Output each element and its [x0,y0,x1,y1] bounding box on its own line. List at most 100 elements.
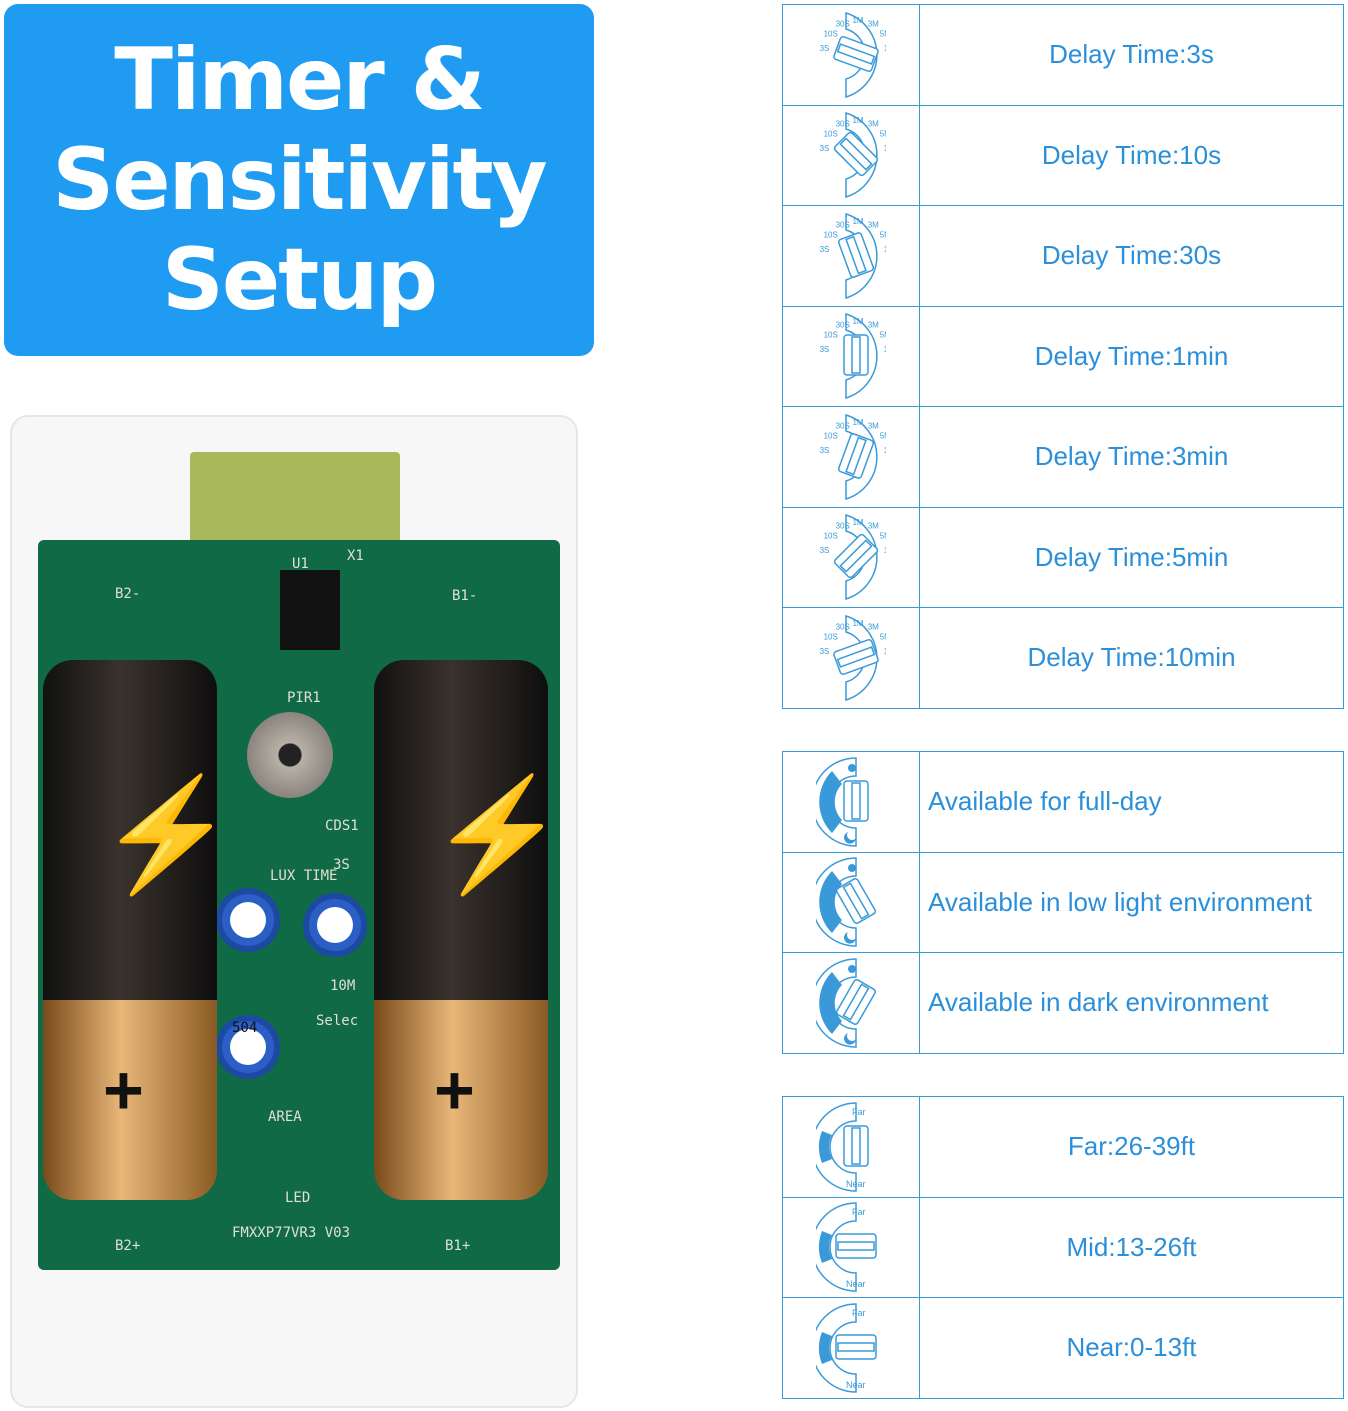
table-row: 3S10S30S1M3M5M10MDelay Time:5min [782,506,1344,608]
board-label: B2- [115,586,141,602]
board-label: B1- [452,588,478,604]
dial-icon-cell [782,751,920,853]
svg-text:30S: 30S [836,421,850,430]
lightning-icon: ⚡ [98,773,217,896]
delay-time-table: 3S10S30S1M3M5M10MDelay Time:3s3S10S30S1M… [782,4,1344,709]
time-potentiometer [303,893,367,957]
table-row: Available for full-day [782,751,1344,853]
delay-dial-icon: 3S10S30S1M3M5M10M [820,514,886,601]
svg-text:3S: 3S [820,446,830,455]
board-label: AREA [268,1109,302,1125]
svg-text:10M: 10M [884,245,886,254]
setting-label: Delay Time:10min [919,607,1344,709]
dial-icon-cell [782,851,920,953]
plus-icon: + [434,1051,475,1129]
svg-text:10S: 10S [824,632,838,641]
svg-text:3S: 3S [820,44,830,53]
setting-label: Delay Time:3min [919,406,1344,508]
board-label: LED [285,1190,311,1206]
svg-text:30S: 30S [836,522,850,531]
svg-text:10M: 10M [884,44,886,53]
svg-text:1M: 1M [852,317,863,326]
svg-text:5M: 5M [880,632,886,641]
area-potentiometer [216,1015,280,1079]
delay-dial-icon: 3S10S30S1M3M5M10M [820,212,886,299]
svg-text:3M: 3M [868,220,879,229]
table-row: Available in low light environment [782,851,1344,953]
setting-label: Near:0-13ft [919,1297,1344,1399]
table-row: 3S10S30S1M3M5M10MDelay Time:10min [782,607,1344,709]
svg-text:10M: 10M [884,647,886,656]
svg-text:5M: 5M [880,230,886,239]
svg-text:3M: 3M [868,522,879,531]
pir-sensor [247,712,333,798]
svg-text:30S: 30S [836,19,850,28]
setting-label: Available in dark environment [919,952,1344,1054]
setting-label: Delay Time:1min [919,305,1344,407]
table-row: 3S10S30S1M3M5M10MDelay Time:1min [782,305,1344,407]
svg-text:5M: 5M [880,130,886,139]
antenna-board [190,452,400,544]
svg-text:3S: 3S [820,345,830,354]
dial-icon-cell: 3S10S30S1M3M5M10M [782,607,920,709]
svg-text:30S: 30S [836,622,850,631]
svg-text:10S: 10S [824,532,838,541]
board-label: PIR1 [287,690,321,706]
table-row: 3S10S30S1M3M5M10MDelay Time:10s [782,104,1344,206]
svg-text:30S: 30S [836,220,850,229]
light-dial-icon [816,756,869,847]
svg-text:3S: 3S [820,144,830,153]
board-label: X1 [347,548,364,564]
setting-label: Delay Time:3s [919,4,1344,106]
dial-icon-cell: 3S10S30S1M3M5M10M [782,506,920,608]
board-label: CDS1 [325,818,359,834]
svg-text:10S: 10S [824,130,838,139]
setting-label: Available for full-day [919,751,1344,853]
board-label: B1+ [445,1238,471,1254]
table-row: 3S10S30S1M3M5M10M Delay Time:3min [782,406,1344,508]
light-dial-icon [816,957,877,1048]
dial-icon-cell: 3S10S30S1M3M5M10M [782,406,920,508]
board-label: U1 [292,556,309,572]
setting-label: Far:26-39ft [919,1096,1344,1198]
svg-text:1M: 1M [852,619,863,628]
svg-text:1M: 1M [852,16,863,25]
setting-label: Available in low light environment [919,851,1344,953]
near-label: Near [846,1380,866,1390]
battery-right: ⚡+ [374,660,548,1200]
lux-potentiometer [216,888,280,952]
svg-text:3M: 3M [868,321,879,330]
plus-icon: + [103,1051,144,1129]
svg-text:3M: 3M [868,19,879,28]
setting-label: Mid:13-26ft [919,1196,1344,1298]
svg-text:5M: 5M [880,29,886,38]
svg-text:10S: 10S [824,230,838,239]
svg-text:10S: 10S [824,29,838,38]
svg-text:3S: 3S [820,546,830,555]
svg-text:30S: 30S [836,120,850,129]
far-label: Far [852,1207,866,1217]
light-dial-icon [816,857,877,948]
svg-text:1M: 1M [852,418,863,427]
delay-dial-icon: 3S10S30S1M3M5M10M [820,313,886,400]
svg-text:5M: 5M [880,331,886,340]
board-label: 3S [333,857,350,873]
delay-dial-icon: 3S10S30S1M3M5M10M [820,413,886,500]
dial-icon-cell: 3S10S30S1M3M5M10M [782,104,920,206]
svg-text:1M: 1M [852,217,863,226]
svg-text:5M: 5M [880,431,886,440]
table-row: Available in dark environment [782,952,1344,1054]
svg-text:1M: 1M [852,518,863,527]
board-label: 10M [330,978,356,994]
svg-text:10M: 10M [884,144,886,153]
